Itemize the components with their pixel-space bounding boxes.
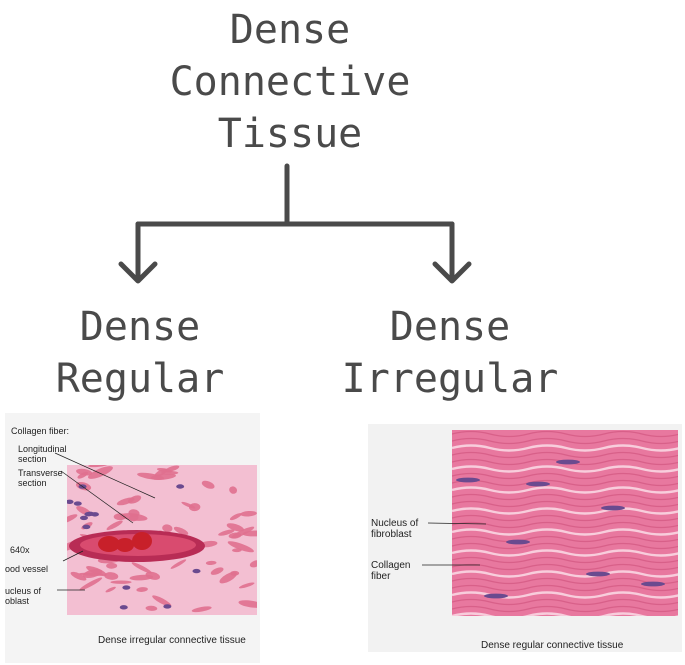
- label-nucleus-of-fibroblast: Nucleus of: [371, 518, 419, 529]
- irregular-tissue-figure: Collagen fiber: Longitudinal section Tra…: [5, 413, 260, 663]
- branch-dense-irregular: Dense Irregular: [330, 301, 570, 405]
- collagen-fiber-header: Collagen fiber:: [11, 426, 70, 436]
- label-fibroblast-right: fibroblast: [371, 529, 412, 540]
- title-line-2: Connective: [169, 59, 411, 105]
- label-fibroblast: oblast: [5, 596, 30, 606]
- label-blood-vessel: ood vessel: [5, 564, 49, 574]
- branch-right-line-2: Irregular: [341, 356, 559, 402]
- regular-tissue-micrograph: [422, 430, 678, 616]
- label-collagen: Collagen: [371, 560, 411, 571]
- left-arrow-head: [118, 261, 158, 284]
- branch-right-line-1: Dense: [389, 304, 511, 350]
- branch-left-line-1: Dense: [79, 304, 201, 350]
- caption-irregular: Dense irregular connective tissue: [98, 635, 246, 646]
- right-arrow-head: [432, 261, 472, 284]
- branch-dense-regular: Dense Regular: [20, 301, 260, 405]
- caption-regular: Dense regular connective tissue: [481, 640, 624, 651]
- irregular-tissue-micrograph: [54, 452, 257, 615]
- regular-tissue-figure: Nucleus of fibroblast Collagen fiber Den…: [368, 424, 682, 652]
- label-nucleus-of: ucleus of: [5, 586, 42, 596]
- diagram-title: Dense Connective Tissue: [0, 4, 580, 160]
- label-transverse: Transverse: [18, 468, 63, 478]
- label-magnification: 640x: [10, 545, 30, 555]
- label-collagen-fiber: fiber: [371, 571, 391, 582]
- label-longitudinal-section: section: [18, 454, 47, 464]
- branch-left-line-2: Regular: [55, 356, 225, 402]
- label-transverse-section: section: [18, 478, 47, 488]
- title-line-3: Tissue: [217, 111, 363, 157]
- title-line-1: Dense: [229, 7, 351, 53]
- label-longitudinal: Longitudinal: [18, 444, 67, 454]
